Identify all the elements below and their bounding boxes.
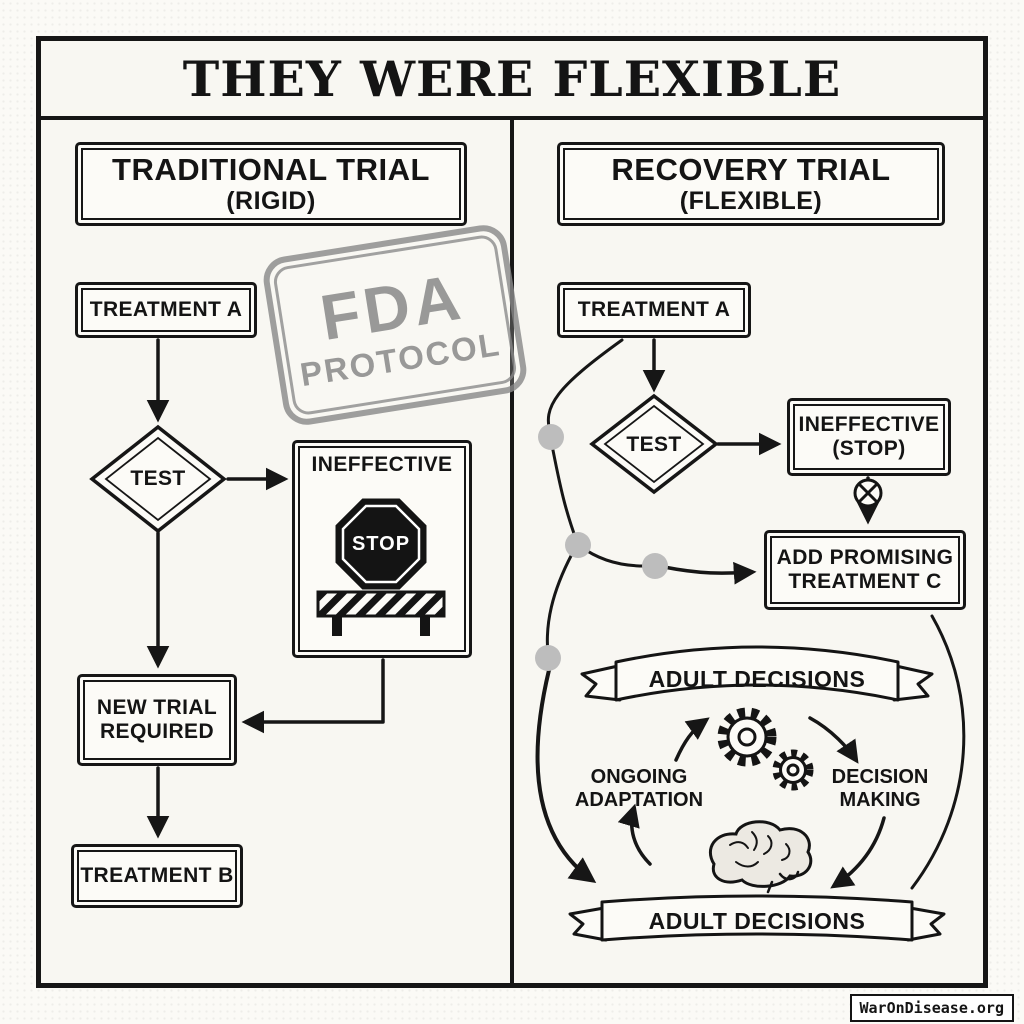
ongoing-label-line2: ADAPTATION: [574, 789, 704, 811]
ongoing-label-line1: ONGOING: [590, 766, 688, 788]
right-treatment-a-label: TREATMENT A: [577, 298, 731, 322]
title-divider: [40, 116, 984, 120]
decision-label-line1: DECISION: [831, 766, 929, 788]
ongoing-adaptation-label: ONGOING ADAPTATION: [566, 766, 712, 812]
add-treatment-label-line2: TREATMENT C: [788, 570, 942, 593]
right-ineffective-label-line2: (STOP): [832, 437, 906, 460]
left-header-title: TRADITIONAL TRIAL: [112, 151, 430, 187]
watermark: WarOnDisease.org: [849, 994, 1014, 1022]
left-treatment-b-node: TREATMENT B: [71, 844, 243, 908]
right-treatment-a-node: TREATMENT A: [557, 282, 751, 338]
banner-bottom-label: ADULT DECISIONS: [648, 908, 866, 934]
left-treatment-a-node: TREATMENT A: [75, 282, 257, 338]
left-treatment-a-label: TREATMENT A: [89, 298, 243, 322]
right-add-treatment-node: ADD PROMISING TREATMENT C: [764, 530, 966, 610]
column-divider: [510, 120, 514, 984]
add-treatment-label-line1: ADD PROMISING: [776, 546, 954, 570]
decision-making-label: DECISION MAKING: [812, 766, 948, 812]
stop-sign-label: STOP: [351, 533, 411, 555]
left-panel-header: TRADITIONAL TRIAL (RIGID): [75, 142, 467, 226]
right-ineffective-node: INEFFECTIVE (STOP): [787, 398, 951, 476]
right-header-subtitle: (FLEXIBLE): [679, 187, 823, 216]
left-treatment-b-label: TREATMENT B: [80, 864, 234, 888]
banner-top-label: ADULT DECISIONS: [648, 666, 866, 692]
decision-label-line2: MAKING: [839, 789, 921, 811]
fda-stamp-inner: FDA PROTOCOL: [271, 233, 519, 417]
new-trial-label-line2: REQUIRED: [99, 720, 215, 743]
page-title: THEY WERE FLEXIBLE: [182, 50, 842, 108]
left-header-subtitle: (RIGID): [226, 187, 316, 216]
new-trial-label-line1: NEW TRIAL: [96, 696, 218, 720]
right-test-label: TEST: [626, 433, 682, 456]
left-test-label: TEST: [130, 467, 186, 490]
right-header-title: RECOVERY TRIAL: [611, 151, 891, 187]
left-ineffective-label: INEFFECTIVE: [311, 453, 453, 476]
left-new-trial-node: NEW TRIAL REQUIRED: [77, 674, 237, 766]
right-ineffective-label-line1: INEFFECTIVE: [798, 413, 940, 437]
right-panel-header: RECOVERY TRIAL (FLEXIBLE): [557, 142, 945, 226]
